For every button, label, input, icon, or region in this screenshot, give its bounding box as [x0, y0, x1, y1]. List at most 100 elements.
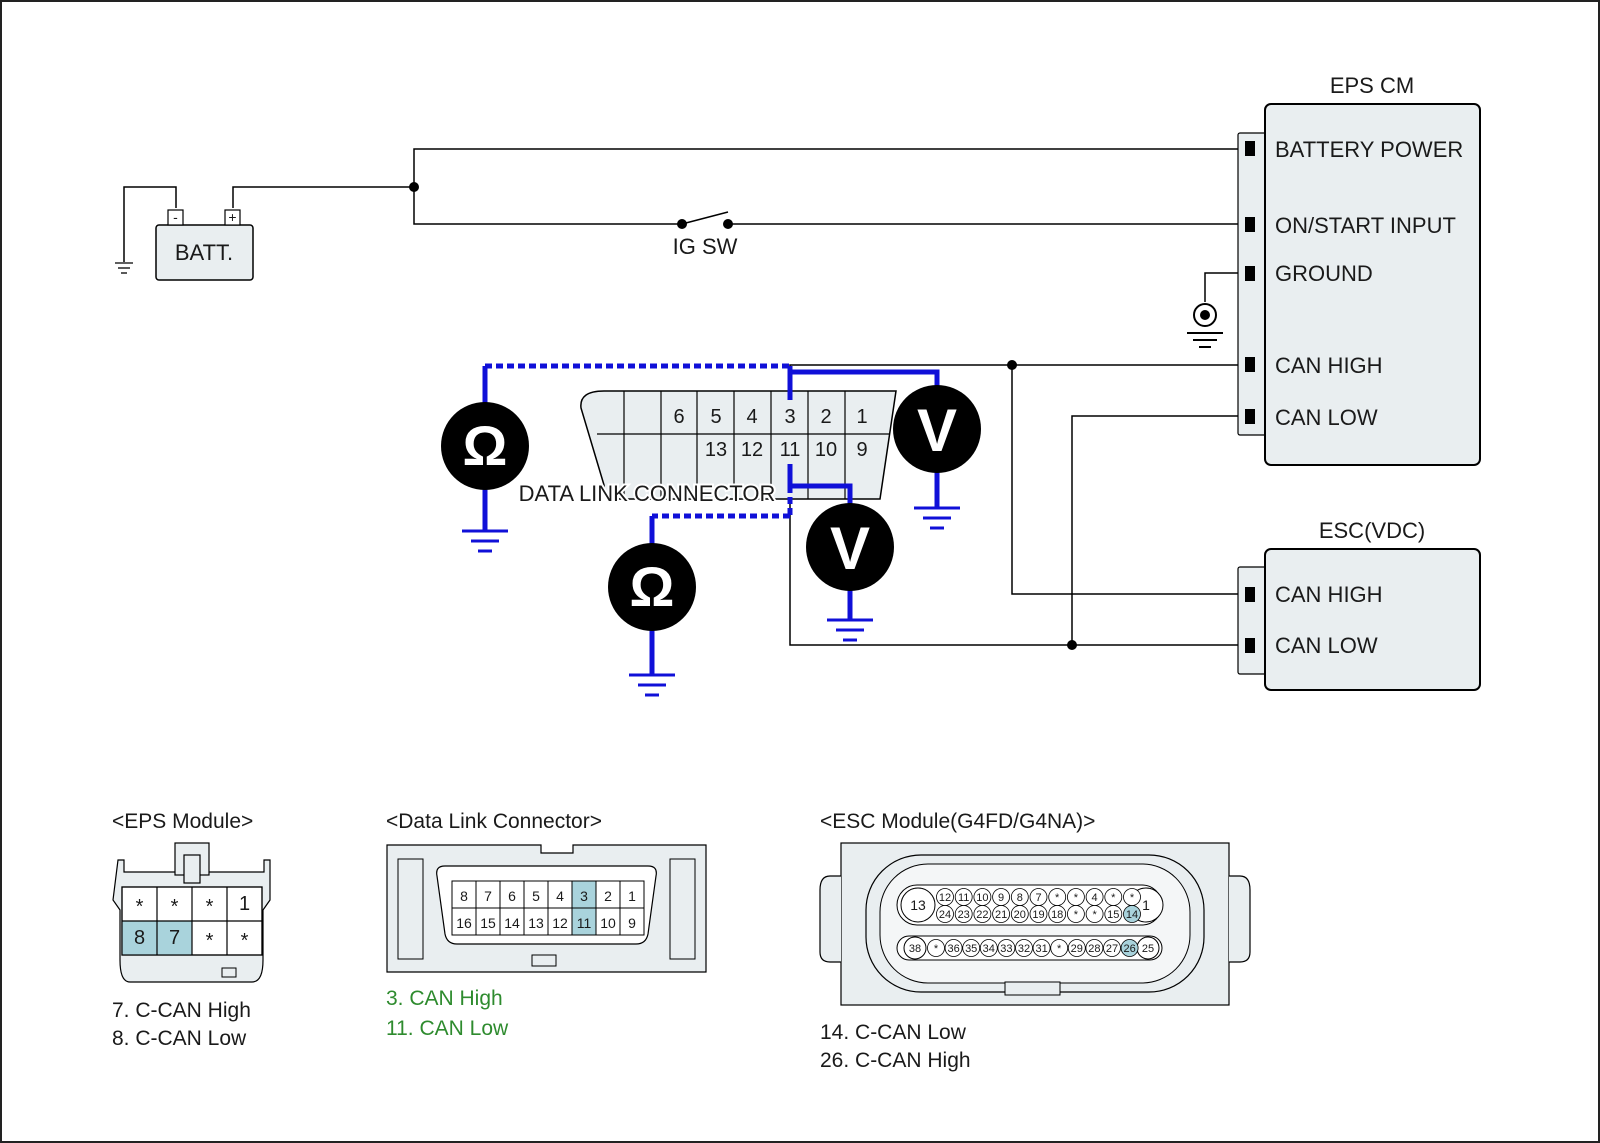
dlc-pin-10: 10	[815, 439, 837, 461]
esc-view-pin-circle	[1085, 939, 1104, 957]
ground-icon	[914, 506, 960, 530]
esc-view-pin: 7	[1035, 892, 1041, 904]
meter-probe-wires	[482, 363, 940, 675]
dlc-view-pin: 12	[552, 915, 568, 931]
esc-view-pin-13: 13	[910, 897, 926, 913]
esc-view-pin-circle	[1067, 939, 1086, 957]
esc-view-pin: *	[1111, 892, 1116, 904]
eps-view-pin: *	[171, 896, 179, 918]
dlc-caption-can-low: 11. CAN Low	[386, 1017, 509, 1040]
esc-view-pin-circle	[1015, 939, 1033, 957]
esc-view-pin-circle	[1104, 905, 1123, 923]
voltmeter-icon: V	[806, 503, 894, 591]
esc-view-pin-circle	[992, 905, 1010, 923]
esc-view-pin: 34	[983, 943, 995, 955]
esc-view-pin: 29	[1071, 943, 1083, 955]
dlc-view-pin: 8	[460, 888, 468, 904]
ground-icon	[827, 618, 873, 642]
esc-view-pin: 21	[995, 909, 1007, 921]
dlc-pin-9: 9	[856, 439, 867, 461]
esc-view-pin: 10	[976, 892, 988, 904]
esc-view-pin: 11	[958, 892, 969, 904]
eps-view-pin: *	[206, 896, 214, 918]
battery: - + BATT.	[155, 209, 254, 281]
eps-pin-ground: GROUND	[1275, 261, 1373, 286]
esc-view-pin-circle	[1050, 939, 1069, 957]
esc-view-pin: 24	[939, 909, 951, 921]
ground-icon	[629, 673, 675, 697]
eps-view-pin: 7	[169, 927, 180, 949]
esc-view-pin: 18	[1051, 909, 1063, 921]
esc-view-pin-38: 38	[909, 943, 921, 955]
dlc-connector-view: <Data Link Connector> 8 7 6 5 4 3 2 1	[386, 810, 707, 1040]
esc-view-pin-circle	[1123, 905, 1141, 923]
esc-vdc: ESC(VDC) CAN HIGH CAN LOW	[1237, 518, 1481, 691]
ground-icon	[115, 262, 133, 274]
esc-view-pin: *	[934, 943, 939, 955]
eps-module-connector-view: <EPS Module> * * * 1 8 7 * * 7. C-CAN Hi…	[112, 810, 271, 1050]
esc-view-pin-circle	[979, 939, 998, 957]
dlc-pin-13: 13	[705, 439, 727, 461]
dlc-view-pin: 15	[480, 915, 496, 931]
dlc-view-pin: 7	[484, 888, 492, 904]
esc-pin-can-low: CAN LOW	[1275, 633, 1378, 658]
eps-view-pin: 1	[239, 893, 250, 915]
dlc-pin-12: 12	[741, 439, 763, 461]
esc-view-pin-circle	[973, 905, 992, 923]
esc-view-pin: 28	[1088, 943, 1100, 955]
esc-view-pin: 23	[958, 909, 970, 921]
esc-view-pin-25: 25	[1142, 943, 1154, 955]
esc-view-pin: 32	[1018, 943, 1030, 955]
esc-view-pin: 12	[939, 892, 951, 904]
esc-view-pin: *	[1130, 892, 1135, 904]
esc-view-pin: 19	[1032, 909, 1044, 921]
dlc-pin-11: 11	[780, 439, 801, 461]
eps-pin-can-low: CAN LOW	[1275, 405, 1378, 430]
esc-view-pin-circle	[1103, 939, 1121, 957]
esc-view-pin-circle	[1032, 939, 1051, 957]
esc-view-pin: *	[1074, 909, 1079, 921]
esc-view-pin-circle	[1029, 905, 1048, 923]
dlc-view-pin: 3	[580, 888, 588, 904]
dlc-view-pin: 11	[577, 915, 592, 931]
svg-text:Ω: Ω	[630, 555, 675, 618]
esc-view-pin-circle	[1085, 905, 1104, 923]
esc-pin-can-high: CAN HIGH	[1275, 582, 1383, 607]
eps-pin-can-high: CAN HIGH	[1275, 353, 1383, 378]
eps-view-pin: 8	[134, 927, 145, 949]
esc-view-pin: 14	[1126, 909, 1138, 921]
eps-caption-can-low: 8. C-CAN Low	[112, 1027, 247, 1050]
dlc-pin-4: 4	[746, 406, 757, 428]
dlc-view-pin: 4	[556, 888, 564, 904]
esc-view-pin: 27	[1106, 943, 1118, 955]
battery-plus-sign: +	[228, 209, 236, 225]
battery-label: BATT.	[175, 240, 233, 265]
ohmmeter-icon: Ω	[441, 402, 529, 490]
esc-view-pin-circle	[1067, 905, 1085, 923]
data-link-connector: 6 5 4 3 2 1 13 12 11 10 9 DATA LINK CONN…	[517, 390, 897, 508]
esc-view-pin: 20	[1014, 909, 1026, 921]
esc-view-pin-circle	[997, 939, 1016, 957]
esc-caption-can-low: 14. C-CAN Low	[820, 1021, 967, 1044]
esc-view-pin: 4	[1092, 892, 1098, 904]
svg-text:V: V	[830, 515, 870, 582]
esc-title: ESC(VDC)	[1319, 518, 1425, 543]
svg-text:V: V	[917, 397, 957, 464]
dlc-view-pin: 1	[628, 888, 636, 904]
esc-view-pin: 33	[1000, 943, 1012, 955]
dlc-pin-5: 5	[710, 406, 721, 428]
eps-view-pin: *	[136, 896, 144, 918]
svg-text:Ω: Ω	[463, 414, 508, 477]
dlc-view-pin: 13	[528, 915, 544, 931]
eps-cm-title: EPS CM	[1330, 73, 1414, 98]
dlc-pin-2: 2	[820, 406, 831, 428]
esc-view-pin: 26	[1123, 943, 1135, 955]
esc-caption-can-high: 26. C-CAN High	[820, 1049, 971, 1072]
esc-view-pin: *	[1055, 892, 1060, 904]
esc-view-title: <ESC Module(G4FD/G4NA)>	[820, 810, 1095, 833]
esc-view-pin-circle	[936, 905, 954, 923]
esc-view-pin: 36	[947, 943, 959, 955]
